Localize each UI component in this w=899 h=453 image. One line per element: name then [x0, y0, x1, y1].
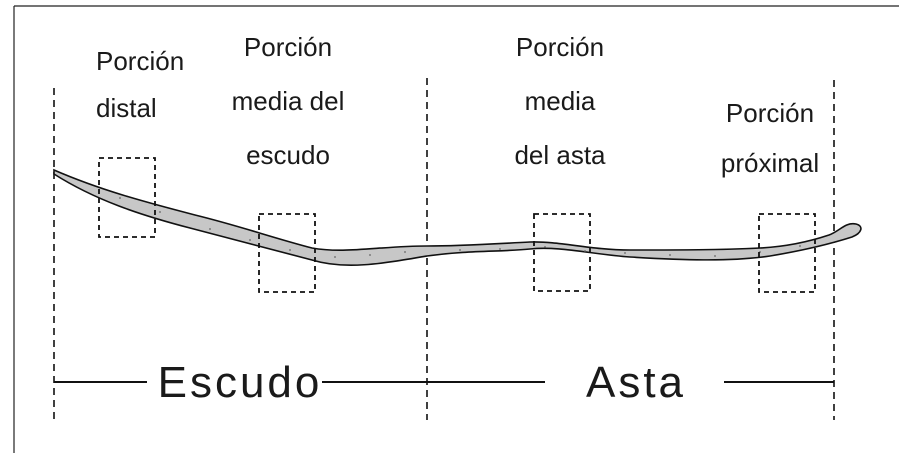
sample-box-distal	[98, 157, 156, 238]
label-media-asta-line-1: Porción	[516, 32, 604, 62]
label-media-asta-line-3: del asta	[514, 140, 606, 170]
label-media-escudo-line-2: media del	[232, 86, 345, 116]
section-label-escudo: Escudo	[158, 358, 323, 407]
label-proximal: Porción próximal	[721, 98, 819, 178]
label-distal-line-1: Porción	[96, 46, 184, 76]
label-media-escudo-line-3: escudo	[246, 140, 330, 170]
label-media-asta-line-2: media	[525, 86, 596, 116]
label-media-asta: Porción media del asta	[514, 32, 606, 170]
label-distal: Porción distal	[96, 46, 184, 123]
label-proximal-line-1: Porción	[726, 98, 814, 128]
sample-box-proximal	[758, 213, 816, 293]
section-bracket-asta: Asta	[427, 358, 834, 407]
hair-texture	[119, 197, 801, 258]
section-bracket-escudo: Escudo	[54, 358, 427, 407]
label-distal-line-2: distal	[96, 93, 157, 123]
label-media-escudo-line-1: Porción	[244, 32, 332, 62]
sample-box-media-escudo	[258, 213, 316, 293]
section-label-asta: Asta	[586, 358, 686, 407]
hair-strand	[53, 168, 862, 267]
label-proximal-line-2: próximal	[721, 148, 819, 178]
sample-box-media-asta	[533, 213, 591, 292]
label-media-escudo: Porción media del escudo	[232, 32, 345, 170]
